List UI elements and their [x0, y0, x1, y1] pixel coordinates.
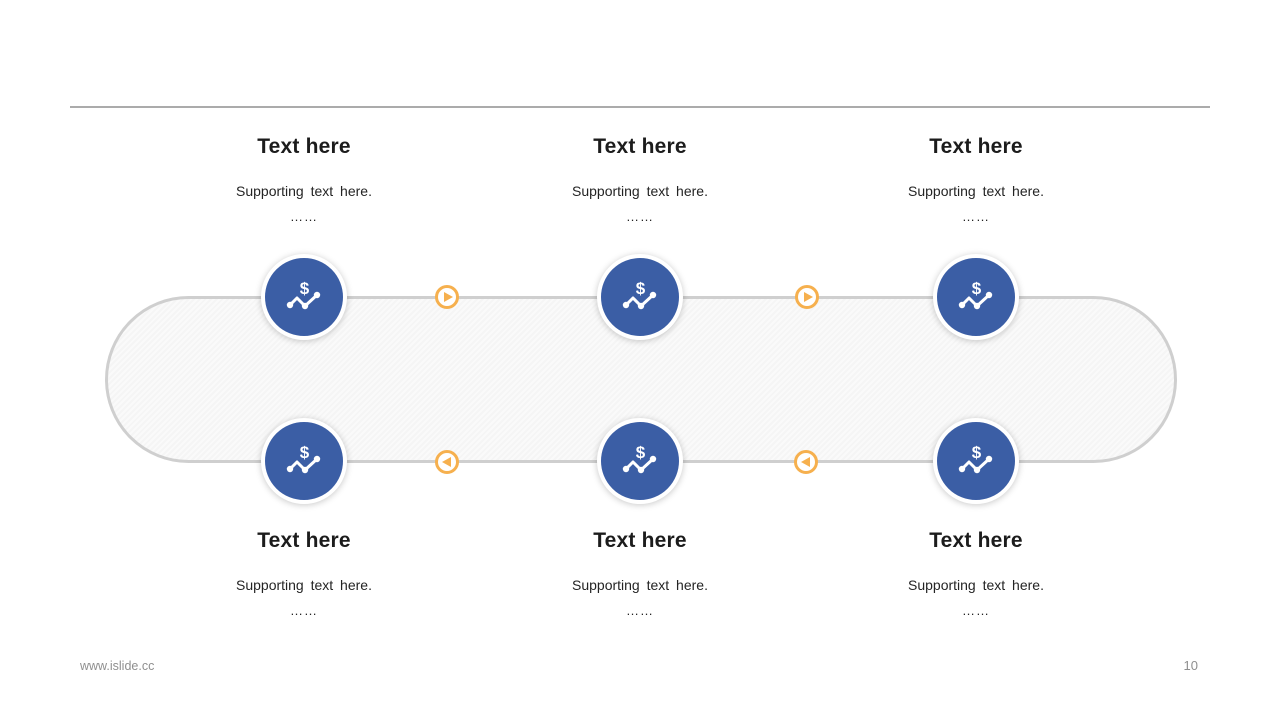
- item-supporting-text: Supporting text here.: [908, 577, 1044, 593]
- item-ellipsis: ……: [290, 603, 318, 618]
- header-divider-line: [70, 106, 1210, 108]
- node-circle-bottom-3: $: [933, 418, 1019, 504]
- dollar-trend-chart-icon: $: [286, 279, 321, 310]
- bottom-text-block-3: Text here Supporting text here. ……: [816, 529, 1136, 618]
- item-title: Text here: [593, 135, 687, 158]
- dollar-trend-chart-icon: $: [622, 443, 657, 474]
- dollar-trend-chart-icon: $: [958, 279, 993, 310]
- triangle-left: [800, 457, 810, 467]
- node-circle-top-2: $: [597, 254, 683, 340]
- item-ellipsis: ……: [962, 603, 990, 618]
- item-title: Text here: [257, 529, 351, 552]
- item-title: Text here: [257, 135, 351, 158]
- play-right-icon: [435, 285, 459, 309]
- node-circle-bottom-1: $: [261, 418, 347, 504]
- bottom-text-block-2: Text here Supporting text here. ……: [480, 529, 800, 618]
- item-supporting-text: Supporting text here.: [572, 577, 708, 593]
- bottom-text-block-1: Text here Supporting text here. ……: [144, 529, 464, 618]
- play-left-icon: [794, 450, 818, 474]
- item-supporting-text: Supporting text here.: [908, 183, 1044, 199]
- item-ellipsis: ……: [626, 603, 654, 618]
- play-right-icon: [795, 285, 819, 309]
- node-circle-top-1: $: [261, 254, 347, 340]
- svg-text:$: $: [972, 279, 982, 298]
- item-ellipsis: ……: [290, 209, 318, 224]
- item-supporting-text: Supporting text here.: [236, 577, 372, 593]
- page-number: 10: [1183, 658, 1198, 673]
- top-text-block-2: Text here Supporting text here. ……: [480, 135, 800, 224]
- node-circle-top-3: $: [933, 254, 1019, 340]
- dollar-trend-chart-icon: $: [286, 443, 321, 474]
- triangle-left: [441, 457, 451, 467]
- svg-text:$: $: [972, 443, 982, 462]
- item-title: Text here: [929, 529, 1023, 552]
- play-left-icon: [435, 450, 459, 474]
- top-text-block-1: Text here Supporting text here. ……: [144, 135, 464, 224]
- svg-text:$: $: [300, 279, 310, 298]
- item-title: Text here: [929, 135, 1023, 158]
- svg-text:$: $: [300, 443, 310, 462]
- item-supporting-text: Supporting text here.: [236, 183, 372, 199]
- item-ellipsis: ……: [962, 209, 990, 224]
- top-text-block-3: Text here Supporting text here. ……: [816, 135, 1136, 224]
- node-circle-bottom-2: $: [597, 418, 683, 504]
- triangle-right: [803, 292, 813, 302]
- item-ellipsis: ……: [626, 209, 654, 224]
- svg-text:$: $: [636, 279, 646, 298]
- item-supporting-text: Supporting text here.: [572, 183, 708, 199]
- triangle-right: [443, 292, 453, 302]
- dollar-trend-chart-icon: $: [958, 443, 993, 474]
- dollar-trend-chart-icon: $: [622, 279, 657, 310]
- footer-url: www.islide.cc: [80, 659, 155, 673]
- svg-text:$: $: [636, 443, 646, 462]
- item-title: Text here: [593, 529, 687, 552]
